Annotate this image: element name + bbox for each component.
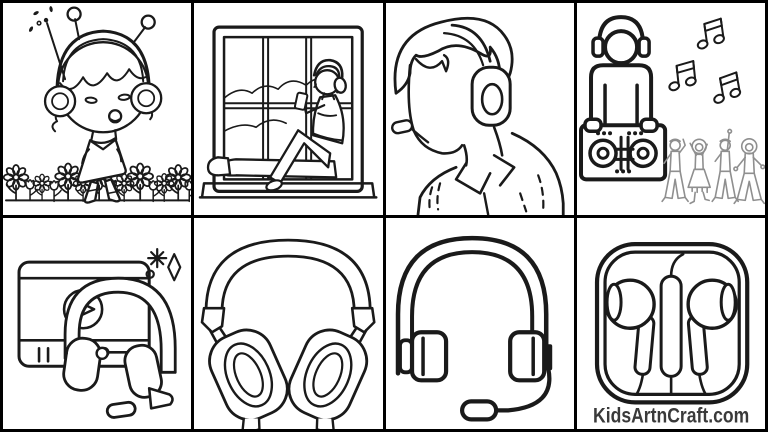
support-agent-illustration <box>390 16 565 215</box>
headphones <box>43 29 163 118</box>
window <box>199 25 378 199</box>
girl-figure <box>28 6 163 204</box>
coloring-page-cell-8: + − KidsArtnCraft.com <box>576 217 765 429</box>
media-player-headset-illustration <box>17 247 182 419</box>
headphones <box>313 58 348 94</box>
dj-illustration <box>578 15 765 205</box>
coloring-page-cell-2 <box>194 3 383 215</box>
mic-boom <box>493 365 551 412</box>
headphones <box>200 238 376 429</box>
dj-figure <box>588 15 653 126</box>
sparkle-icons <box>145 247 182 281</box>
earbuds: + − <box>604 252 738 395</box>
headset <box>395 235 552 421</box>
microphone-boom <box>390 119 429 144</box>
watermark: KidsArtnCraft.com <box>593 404 749 427</box>
music-note-icons <box>664 17 744 106</box>
mic-capsule <box>459 398 498 421</box>
man-with-headset <box>390 16 565 215</box>
earbuds-remote <box>659 274 683 378</box>
seated-person <box>207 58 348 192</box>
headset <box>62 276 177 419</box>
disco-dancers <box>661 128 765 205</box>
girl-headphones-illustration <box>3 6 192 204</box>
mic-capsule <box>105 400 137 419</box>
headset-mic-illustration <box>395 235 552 421</box>
windowsill-listener-illustration <box>199 25 378 199</box>
coloring-page-cell-7 <box>385 217 574 429</box>
coloring-page-cell-5 <box>3 217 192 429</box>
over-ear-headphones-illustration <box>200 238 376 429</box>
coloring-page-cell-4 <box>576 3 765 215</box>
flower-row <box>3 162 192 203</box>
earbuds-illustration: + − KidsArtnCraft.com <box>593 241 750 427</box>
coloring-page-cell-6 <box>194 217 383 429</box>
rounded-frame <box>594 241 750 404</box>
dj-mixer <box>578 117 667 182</box>
antenna-wand <box>28 6 156 81</box>
coloring-page-cell-3 <box>385 3 574 215</box>
coloring-page-cell-1 <box>3 3 192 215</box>
